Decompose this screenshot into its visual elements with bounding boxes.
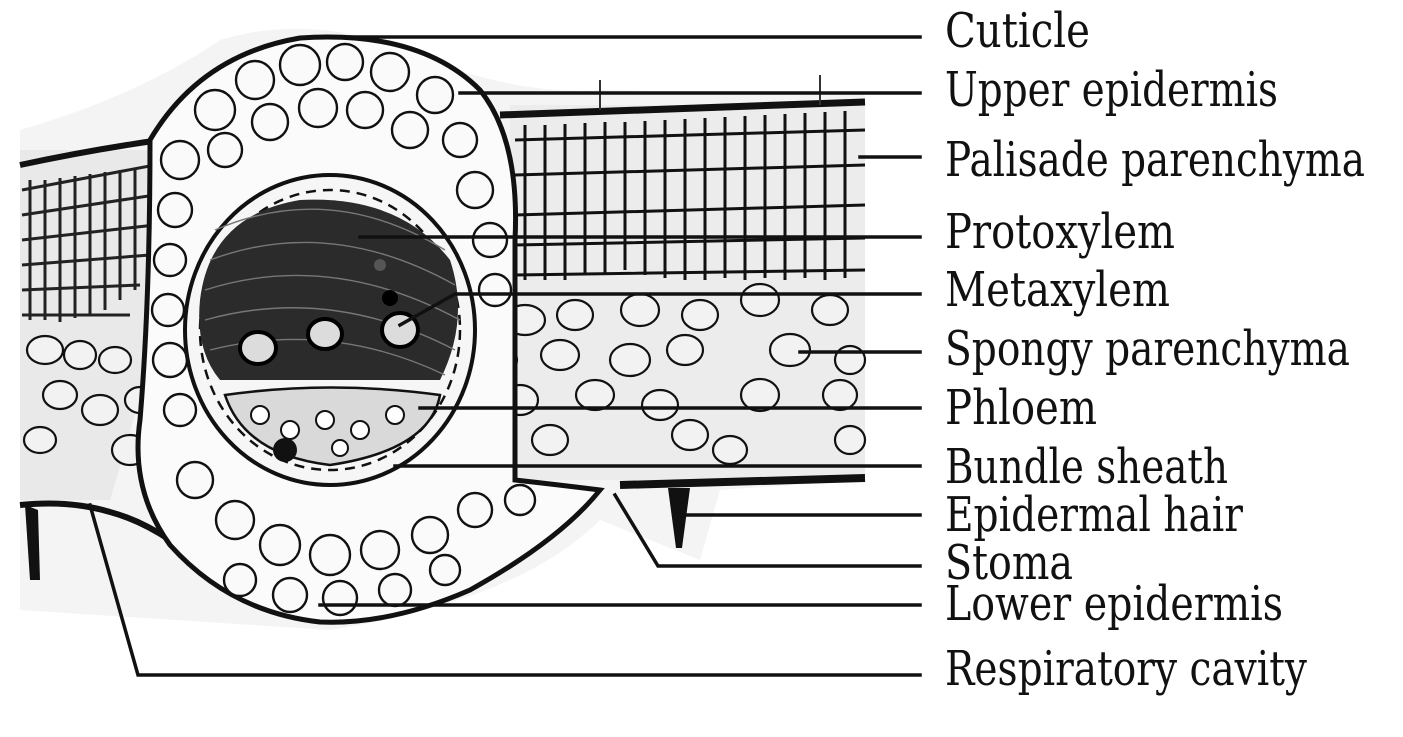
label-upper-epidermis: Upper epidermis (945, 62, 1278, 118)
leaf-illustration (19, 28, 867, 630)
label-stoma: Stoma (945, 535, 1073, 591)
label-spongy-parenchyma: Spongy parenchyma (945, 321, 1350, 377)
label-protoxylem: Protoxylem (945, 204, 1175, 260)
right-palisade (514, 111, 866, 280)
label-epidermal-hair: Epidermal hair (945, 487, 1243, 543)
left-palisade (21, 163, 156, 322)
leader-respiratory-cavity (87, 502, 922, 677)
leader-metaxylem (397, 292, 922, 328)
midrib-parenchyma (150, 42, 537, 617)
labels: Cuticle Upper epidermis Palisade parench… (945, 3, 1365, 697)
leader-lines (87, 35, 922, 677)
epidermal-hair-shape (668, 488, 690, 548)
leader-stoma (612, 492, 922, 568)
label-respiratory-cavity: Respiratory cavity (945, 641, 1307, 697)
label-lower-epidermis: Lower epidermis (945, 576, 1283, 632)
label-metaxylem: Metaxylem (945, 262, 1170, 318)
label-bundle-sheath: Bundle sheath (945, 439, 1228, 495)
label-cuticle: Cuticle (945, 3, 1090, 59)
label-phloem: Phloem (945, 380, 1097, 436)
label-palisade-parenchyma: Palisade parenchyma (945, 132, 1365, 188)
